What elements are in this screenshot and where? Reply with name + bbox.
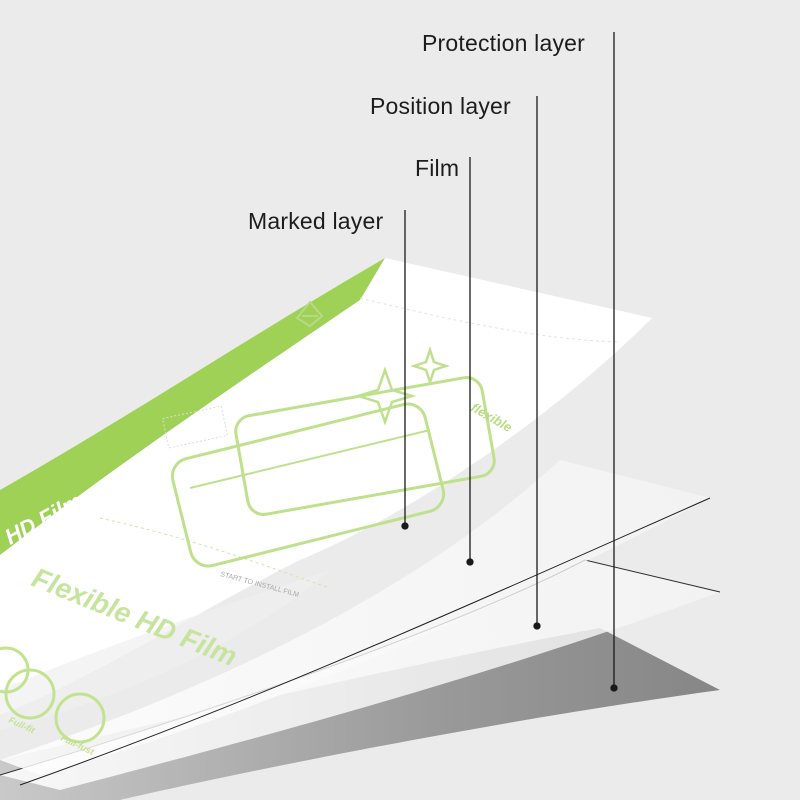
feature-icons: [0, 646, 106, 744]
callout-position-layer: Position layer: [370, 93, 511, 119]
marked-layer-green-band: [0, 258, 385, 555]
film-layer-sheet: [0, 460, 710, 775]
callout-marked-layer: Marked layer: [248, 208, 384, 234]
leader-lines: [401, 32, 618, 692]
leader-dot-protection: [610, 684, 618, 692]
leader-dot-marked: [401, 522, 409, 530]
marked-layer-sheet: [0, 258, 652, 715]
film-layer-edge: [19, 497, 711, 786]
callout-protection-layer: Protection layer: [422, 30, 585, 56]
install-arrow-icon: [295, 300, 324, 328]
leader-dot-film: [466, 558, 474, 566]
callout-film: Film: [415, 155, 460, 181]
sparkle-icon: [353, 346, 450, 426]
position-layer-sheet: [0, 560, 720, 790]
leader-dot-position: [533, 622, 541, 630]
